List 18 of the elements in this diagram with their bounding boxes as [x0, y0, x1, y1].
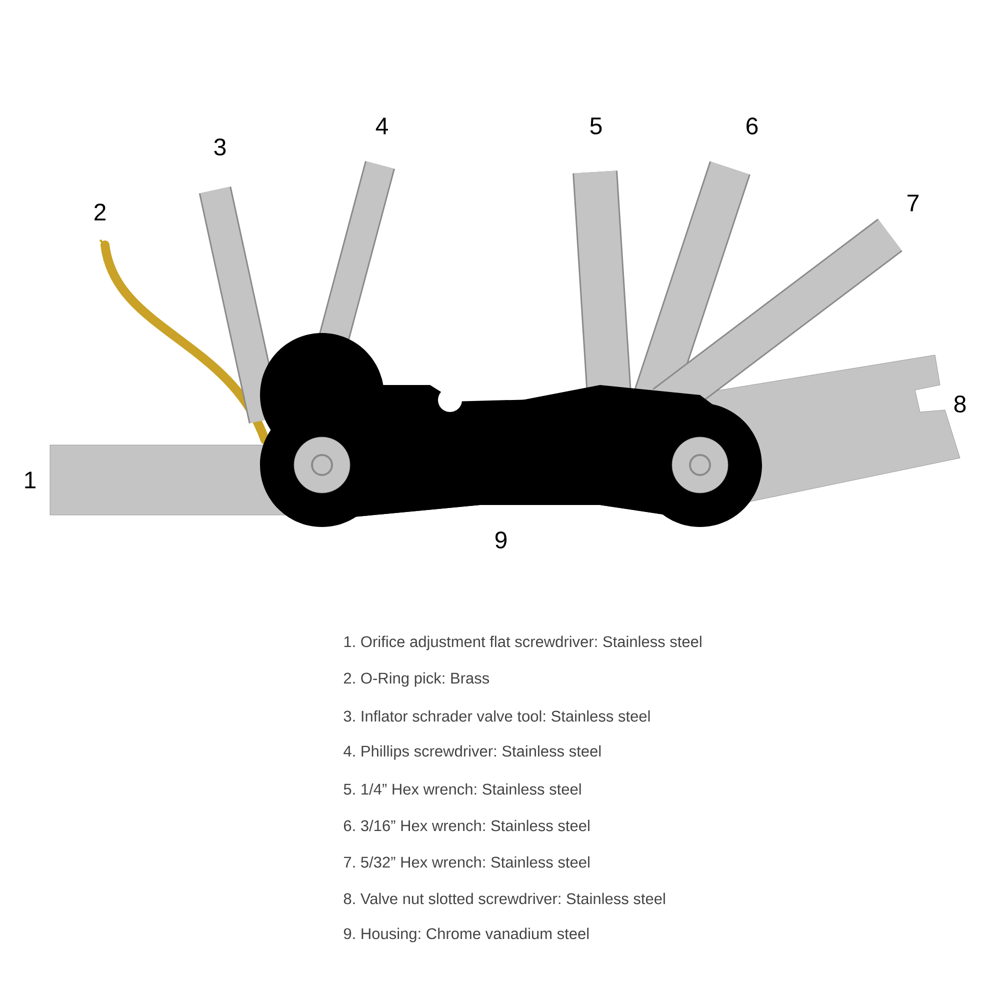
list-item: 2. O-Ring pick: Brass — [344, 672, 490, 687]
list-item: 8. Valve nut slotted screwdriver: Stainless steel — [344, 892, 665, 904]
list-item: 4. Phillips screwdriver: Stainless steel — [344, 745, 601, 760]
list-item: 9. Housing: Chrome vanadium steel — [344, 928, 589, 942]
list-item: 6. 3/16” Hex wrench: Stainless steel — [344, 820, 590, 832]
list-item: 7. 5/32” Hex wrench: Stainless steel — [344, 856, 590, 868]
callout-number: 6 — [746, 118, 758, 134]
list-item: 5. 1/4” Hex wrench: Stainless steel — [344, 783, 581, 795]
callout-number: 2 — [94, 204, 106, 220]
callout-number: 5 — [590, 118, 602, 134]
callout-number: 8 — [954, 396, 966, 412]
list-item: 3. Inflator schrader valve tool: Stainless steel — [344, 710, 650, 722]
callout-number: 1 — [25, 472, 36, 488]
list-item: 1. Orifice adjustment flat screwdriver: Stainless steel — [344, 636, 702, 650]
callout-number: 4 — [376, 118, 388, 134]
callout-number: 3 — [214, 138, 226, 156]
callout-number: 9 — [495, 532, 507, 548]
callout-number: 7 — [908, 194, 918, 212]
